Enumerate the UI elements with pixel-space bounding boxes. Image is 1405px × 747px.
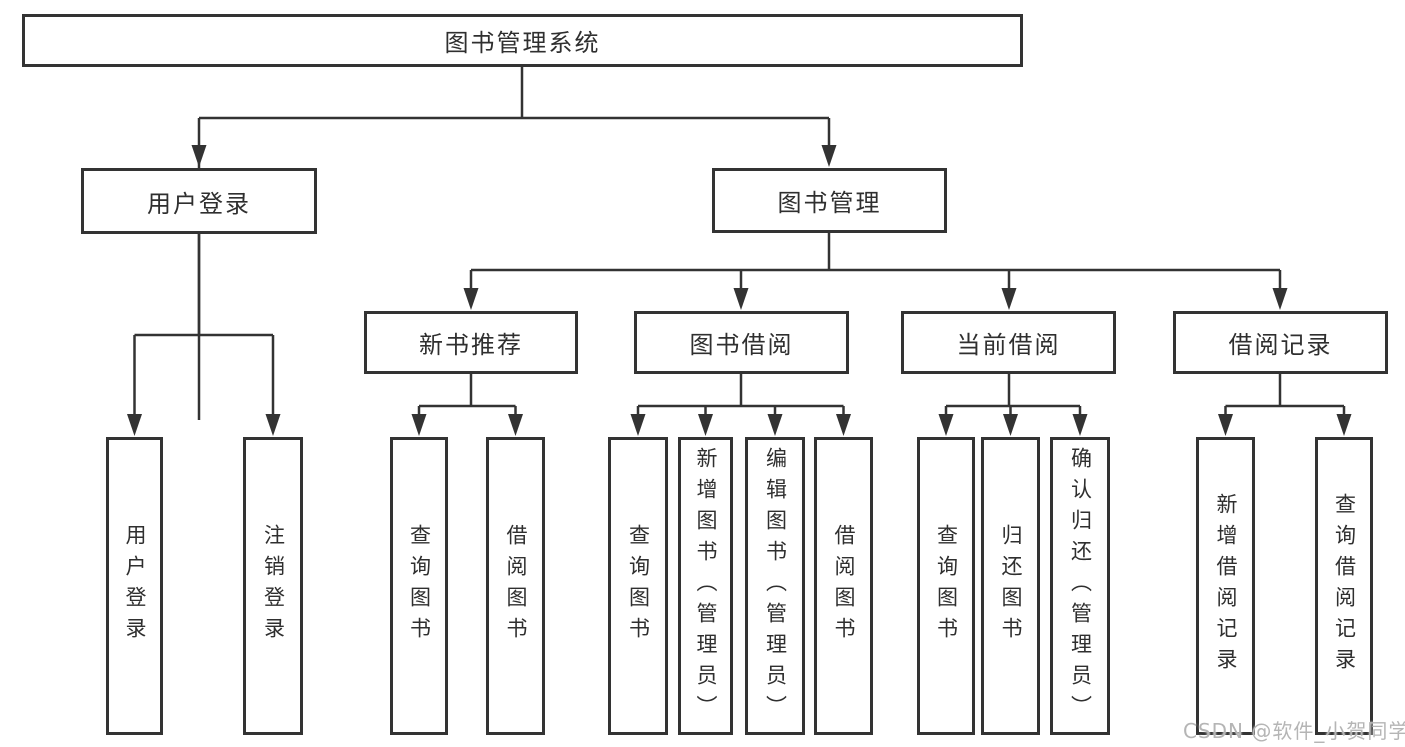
node-book-borrow: 图书借阅: [634, 311, 849, 374]
arrow-down-icon: [463, 288, 479, 310]
arrow-down-icon: [938, 414, 954, 436]
arrow-down-icon: [836, 414, 851, 436]
node-label: 用户登录: [147, 189, 251, 218]
node-label: 注销登录: [261, 524, 286, 648]
node-label: 图书管理: [777, 189, 882, 217]
connector-user-login-branch: [133, 234, 275, 420]
leaf-query-books-borrow: 查询图书: [608, 437, 668, 735]
connector-book-borrow-branch: [636, 374, 845, 420]
leaf-confirm-return-admin: 确认归还（管理员）: [1050, 437, 1110, 735]
node-current-borrow: 当前借阅: [901, 311, 1116, 374]
node-label: 图书借阅: [689, 331, 794, 359]
node-label: 借阅图书: [832, 524, 856, 648]
node-label: 确认归还（管理员）: [1068, 446, 1093, 726]
node-user-login: 用户登录: [81, 168, 317, 234]
arrow-down-icon: [191, 145, 207, 167]
leaf-edit-books-admin: 编辑图书（管理员）: [745, 437, 805, 735]
node-book-management: 图书管理: [712, 168, 947, 233]
leaf-logout: 注销登录: [243, 437, 303, 735]
connector-book-management-branch: [469, 233, 1282, 294]
leaf-return-books: 归还图书: [981, 437, 1040, 735]
arrow-down-icon: [508, 414, 523, 436]
arrow-down-icon: [698, 414, 713, 436]
node-label: 查询借阅记录: [1332, 493, 1357, 679]
leaf-user-login: 用户登录: [106, 437, 163, 735]
node-label: 新增图书（管理员）: [694, 446, 718, 726]
arrow-down-icon: [1072, 414, 1088, 436]
node-label: 查询图书: [626, 524, 651, 648]
arrow-down-icon: [821, 145, 837, 167]
node-label: 借阅图书: [504, 524, 528, 648]
watermark: CSDN @软件_小贺同学: [1183, 719, 1405, 743]
leaf-add-borrow-record: 新增借阅记录: [1196, 437, 1255, 735]
node-label: 图书管理系统: [444, 29, 601, 57]
connector-borrow-record-branch: [1224, 374, 1346, 420]
leaf-query-books-recommend: 查询图书: [390, 437, 448, 735]
node-label: 用户登录: [123, 524, 147, 648]
connector-new-book-branch: [417, 374, 517, 420]
node-label: 查询图书: [934, 524, 959, 648]
arrow-down-icon: [265, 414, 281, 436]
arrow-down-icon: [1272, 288, 1288, 310]
arrow-down-icon: [733, 288, 749, 310]
arrow-down-icon: [1003, 414, 1018, 436]
arrow-down-icon: [767, 414, 783, 436]
arrow-down-icon: [630, 414, 646, 436]
leaf-borrow-books-recommend: 借阅图书: [486, 437, 545, 735]
leaf-query-borrow-record: 查询借阅记录: [1315, 437, 1373, 735]
connector-current-borrow-branch: [944, 374, 1082, 420]
node-borrow-records: 借阅记录: [1173, 311, 1388, 374]
node-new-book-recommend: 新书推荐: [364, 311, 578, 374]
node-root-system: 图书管理系统: [22, 14, 1023, 67]
arrow-down-icon: [1001, 288, 1017, 310]
arrow-down-icon: [1336, 414, 1352, 436]
node-label: 当前借阅: [956, 331, 1061, 359]
node-label: 查询图书: [407, 524, 432, 648]
node-label: 新书推荐: [419, 331, 523, 359]
arrow-down-icon: [1218, 414, 1233, 436]
node-label: 归还图书: [999, 524, 1023, 648]
node-label: 借阅记录: [1228, 331, 1333, 359]
node-label: 新增借阅记录: [1214, 493, 1238, 679]
arrow-down-icon: [411, 414, 427, 436]
leaf-borrow-books: 借阅图书: [814, 437, 873, 735]
node-label: 编辑图书（管理员）: [763, 446, 788, 726]
arrow-down-icon: [127, 414, 142, 436]
leaf-add-books-admin: 新增图书（管理员）: [678, 437, 733, 735]
leaf-query-books-current: 查询图书: [917, 437, 975, 735]
